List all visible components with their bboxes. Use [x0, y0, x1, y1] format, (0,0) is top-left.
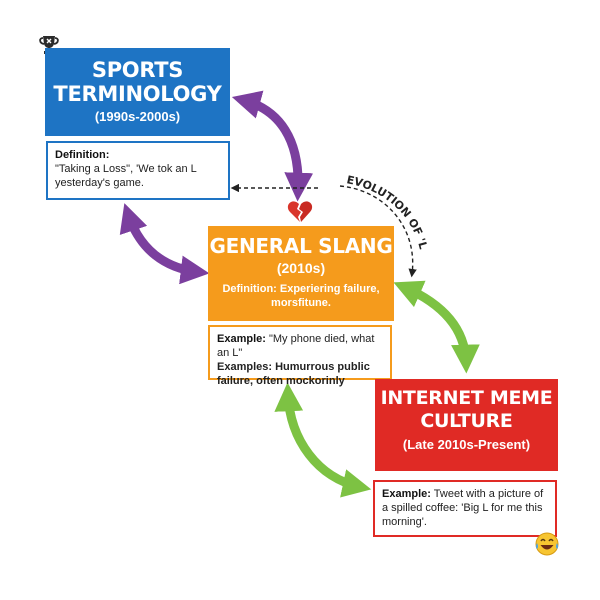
slang-example-text: "My phone died, what an L" — [217, 333, 375, 359]
arrow-sports-to-slang — [231, 90, 314, 202]
slang-period: (2010s) — [276, 260, 326, 276]
sports-definition-text: "Taking a Loss", 'We tok an L yesterday'… — [55, 163, 197, 189]
general-slang-box: GENERAL SLANG (2010s) Definition: Experi… — [208, 226, 394, 321]
arrow-slang-meme-left — [274, 382, 372, 498]
slang-definition: Definition: Experiering failure, morsfit… — [222, 283, 380, 309]
arrow-slang-to-meme — [393, 280, 480, 374]
arrow-sports-slang-left — [119, 203, 210, 285]
broken-heart-icon — [287, 200, 313, 224]
sports-period: (1990s-2000s) — [94, 109, 181, 124]
meme-example-label: Example: — [382, 488, 431, 500]
slang-title: GENERAL SLANG — [209, 234, 393, 258]
slang-examples-line: Examples: Humurrous public failure, ofte… — [217, 361, 370, 387]
sports-terminology-box: SPORTS TERMINOLOGY (1990s-2000s) — [45, 48, 230, 136]
slang-example-box: Example: "My phone died, what an L" Exam… — [208, 325, 392, 387]
internet-meme-culture-box: INTERNET MEME CULTURE (Late 2010s-Presen… — [375, 379, 558, 471]
sports-definition-box: Definition: "Taking a Loss", 'We tok an … — [46, 141, 230, 200]
evolution-dashed-arc — [339, 185, 417, 278]
sports-definition-label: Definition: — [55, 149, 110, 161]
laughing-tears-icon — [534, 531, 560, 557]
slang-example-label: Example: — [217, 333, 266, 345]
meme-period: (Late 2010s-Present) — [402, 437, 531, 452]
meme-title-line2: CULTURE — [420, 410, 513, 432]
meme-title-line1: INTERNET MEME — [380, 387, 553, 409]
meme-example-text: Tweet with a picture of a spilled coffee… — [382, 488, 544, 528]
sports-title-line1: SPORTS — [91, 58, 184, 82]
meme-example-box: Example: Tweet with a picture of a spill… — [373, 480, 557, 537]
sports-title-line2: TERMINOLOGY — [53, 82, 222, 106]
